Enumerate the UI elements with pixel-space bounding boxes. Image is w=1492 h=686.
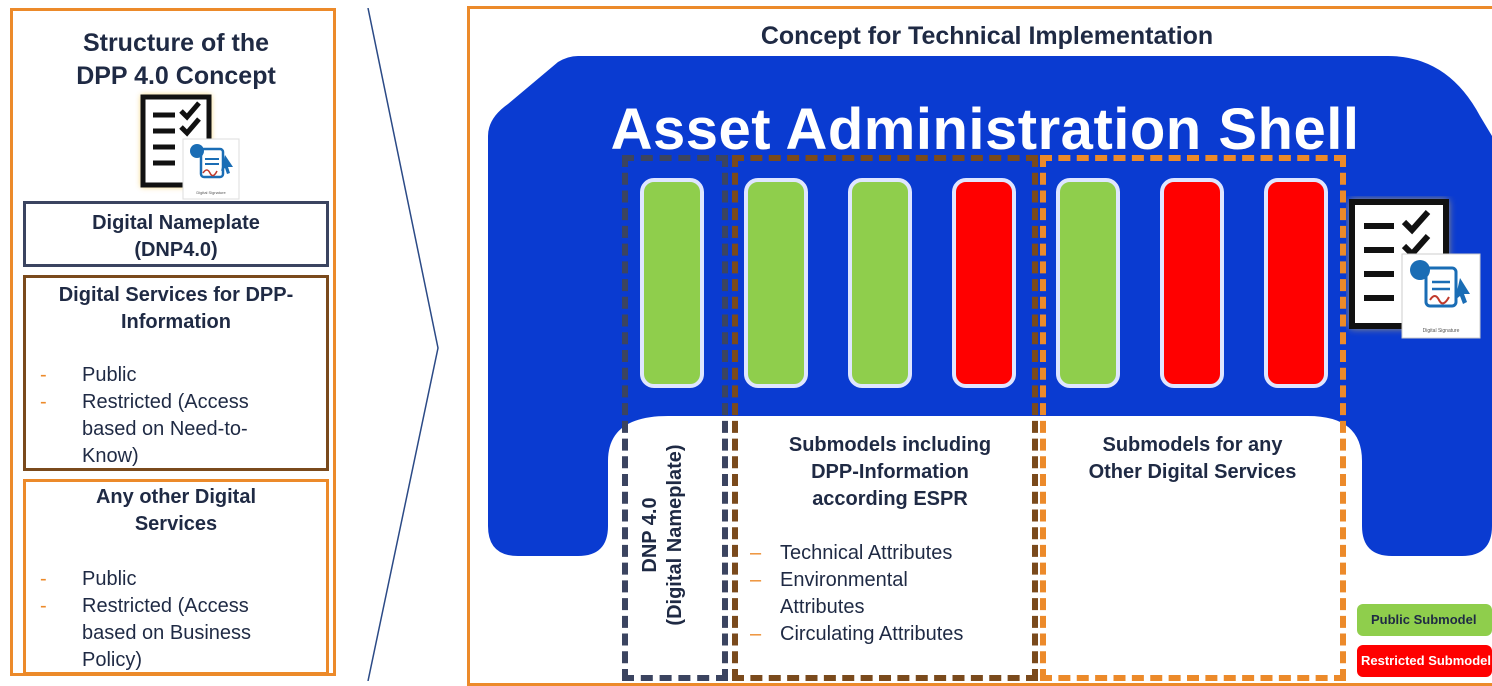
other-group-line1: Submodels for any [1102,434,1283,456]
dnp-box-line1: Digital Nameplate [92,212,260,234]
dpp-group-line1: Submodels including [788,434,992,456]
dnp-box: Digital Nameplate (DNP4.0) [23,201,329,267]
bullet-public: Public [40,362,249,389]
other-services-bullets: Public Restricted (Access based on Busin… [40,566,251,674]
submodel-public [640,178,704,388]
list-item: Technical Attributes [750,540,963,567]
icon-caption: Digital Signature [1423,328,1460,334]
dpp-attribute-list: Technical Attributes Environmental Attri… [750,540,963,648]
list-item: Environmental Attributes [750,567,963,621]
dpp-group-outline [732,155,1038,681]
dpp-services-bullets: Public Restricted (Access based on Need-… [40,362,249,470]
left-title-line2: DPP 4.0 Concept [76,62,276,90]
left-title: Structure of the DPP 4.0 Concept [13,27,339,93]
dnp-label-line1: DNP 4.0 [639,497,661,573]
legend-restricted-submodel: Restricted Submodel [1357,645,1492,677]
dpp-services-box: Digital Services for DPP- Information Pu… [23,275,329,471]
dnp-vertical-label: DNP 4.0 (Digital Nameplate) [638,430,688,640]
other-services-line2: Services [134,513,218,535]
concept-title: Concept for Technical Implementation [760,22,1214,50]
other-services-title: Any other Digital Services [26,484,326,538]
dnp-label-line2: (Digital Nameplate) [664,444,686,626]
dnp-group-outline [622,155,728,681]
list-item: Circulating Attributes [750,621,963,648]
bullet-restricted: Restricted (Access based on Business Pol… [40,593,251,674]
submodel-restricted [1160,178,1224,388]
legend-public-submodel: Public Submodel [1357,604,1492,636]
dpp-services-title: Digital Services for DPP- Information [26,282,326,336]
dpp-services-line1: Digital Services for DPP- [58,284,294,306]
checklist-signature-icon: Digital Signature [1349,199,1481,339]
submodel-public [744,178,808,388]
checklist-signature-icon: Digital Signature [140,94,240,200]
other-group-outline [1040,155,1346,681]
other-services-box: Any other Digital Services Public Restri… [23,479,329,675]
bullet-restricted: Restricted (Access based on Need-to- Kno… [40,389,249,470]
dpp-group-line3: according ESPR [812,488,968,510]
left-title-line1: Structure of the [82,29,270,57]
icon-caption: Digital Signature [196,190,226,195]
dpp-services-line2: Information [121,311,231,333]
dpp-group-line2: DPP-Information [811,461,969,483]
submodel-public [848,178,912,388]
aas-title: Asset Administration Shell [610,97,1360,162]
submodel-restricted [1264,178,1328,388]
submodel-restricted [952,178,1016,388]
submodel-public [1056,178,1120,388]
bullet-public: Public [40,566,251,593]
other-services-line1: Any other Digital [95,486,256,508]
chevron-arrow-icon [367,8,439,681]
other-group-title: Submodels for any Other Digital Services [1050,432,1335,486]
dpp-group-title: Submodels including DPP-Information acco… [755,432,1025,513]
dnp-box-line2: (DNP4.0) [134,239,218,261]
dnp-box-title: Digital Nameplate (DNP4.0) [26,210,326,264]
left-panel: Structure of the DPP 4.0 Concept Digital… [10,8,336,676]
other-group-line2: Other Digital Services [1088,461,1297,483]
